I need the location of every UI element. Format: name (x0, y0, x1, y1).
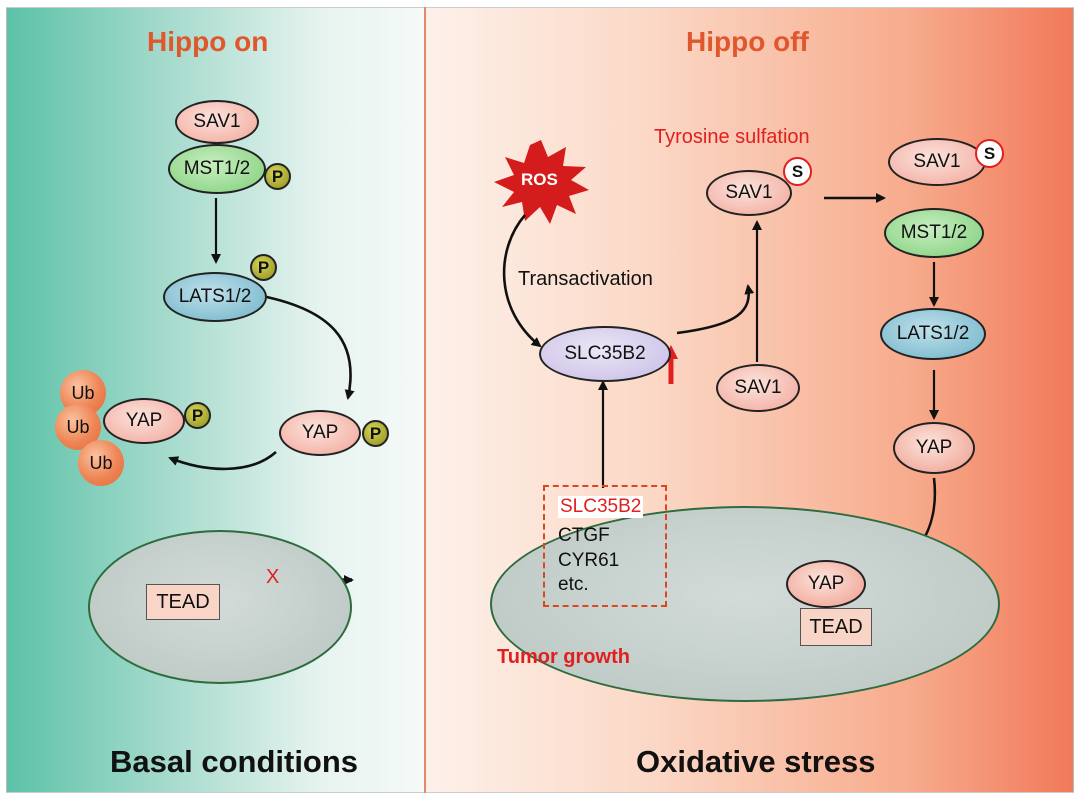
phospho-badge: P (250, 254, 277, 281)
sulfation-badge: S (783, 157, 812, 186)
phospho-badge: P (264, 163, 291, 190)
ubiquitinated-yap-node: YAP (103, 398, 185, 444)
arrow-slc35b2-to-sav1 (676, 284, 755, 335)
cascade-lats12-node: LATS1/2 (880, 308, 986, 360)
cascade-sav1-node: SAV1 (888, 138, 986, 186)
arrow-yap-to-ubiquitination (168, 451, 277, 471)
sulfation-badge: S (975, 139, 1004, 168)
transactivation-label: Transactivation (518, 268, 653, 290)
cascade-yap-node: YAP (893, 422, 975, 474)
panel-divider (424, 7, 426, 793)
hippo-on-title: Hippo on (147, 26, 269, 57)
arrow-ros-to-slc35b2 (502, 214, 542, 348)
tyrosine-sulfation-label: Tyrosine sulfation (654, 126, 810, 148)
lats12-node: LATS1/2 (163, 272, 267, 322)
oxidative-stress-label: Oxidative stress (636, 744, 876, 779)
mst12-node: MST1/2 (168, 144, 266, 194)
ubiquitin-icon: Ub (78, 440, 124, 486)
ros-label: ROS (521, 170, 558, 189)
tumor-growth-label: Tumor growth (497, 646, 630, 668)
target-gene-cyr61: CYR61 (558, 550, 620, 571)
sulfated-sav1-node: SAV1 (706, 170, 792, 216)
nucleus-left (88, 530, 352, 684)
nucleus-right (490, 506, 1000, 702)
target-gene-ctgf: CTGF (558, 525, 610, 546)
yap-node: YAP (279, 410, 361, 456)
transcription-blocked-mark: X (266, 566, 280, 588)
phospho-badge: P (184, 402, 211, 429)
slc35b2-node: SLC35B2 (539, 326, 671, 382)
sav1-node: SAV1 (175, 100, 259, 144)
target-gene-etc: etc. (558, 574, 589, 595)
arrow-lats-to-yap (261, 294, 355, 400)
hippo-off-title: Hippo off (686, 26, 809, 57)
nuclear-yap-node: YAP (786, 560, 866, 608)
target-gene-slc35b2: SLC35B2 (558, 496, 644, 518)
ros-burst-icon (494, 140, 589, 224)
nuclear-tead-box: TEAD (800, 608, 872, 646)
phospho-badge: P (362, 420, 389, 447)
sav1-node: SAV1 (716, 364, 800, 412)
ubiquitin-icon: Ub (55, 404, 101, 450)
cascade-mst12-node: MST1/2 (884, 208, 984, 258)
target-genes-box (543, 485, 667, 607)
basal-conditions-label: Basal conditions (110, 744, 359, 779)
tead-box: TEAD (146, 584, 220, 620)
